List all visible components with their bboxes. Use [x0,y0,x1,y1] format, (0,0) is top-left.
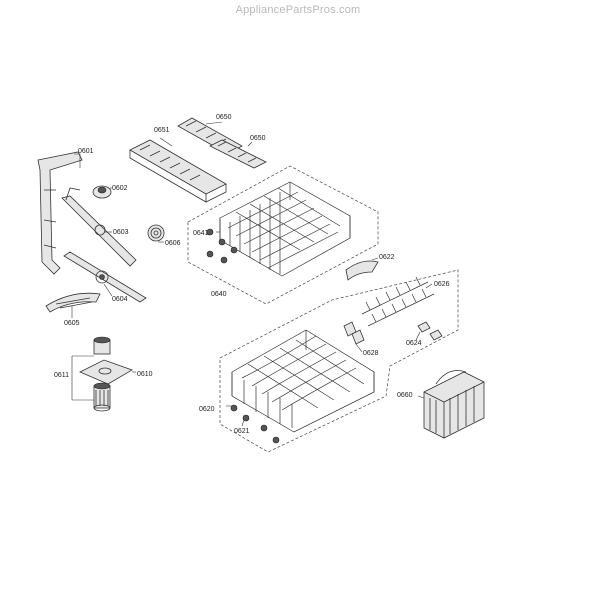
fine-filter-plate-0610 [79,359,133,385]
callout-0620: 0620 [199,406,215,413]
filter-cover-0605 [45,292,101,313]
callout-0624: 0624 [406,340,422,347]
rack-adjuster-0641 [206,228,238,264]
upper-spray-arm [61,187,137,267]
lower-rack-basket [231,329,375,433]
micro-filter-0611 [93,382,111,412]
callout-0651: 0651 [154,127,170,134]
tine-row-0626 [361,276,435,327]
upper-rack-group-outline [187,165,379,305]
callout-0610: 0610 [137,371,153,378]
callout-0640: 0640 [211,291,227,298]
callout-0606: 0606 [165,240,181,247]
callout-0601: 0601 [78,148,94,155]
lower-rack-group-outline [219,269,459,453]
strainer-disc-0606 [147,224,165,242]
callout-0605: 0605 [64,320,80,327]
wheel-0621 [230,404,280,444]
lower-spray-arm [63,251,147,303]
callout-0604: 0604 [112,296,128,303]
callout-0603: 0603 [113,229,129,236]
upper-rack-basket [219,181,351,277]
watermark-text: AppliancePartsPros.com [235,4,361,16]
handle-0622 [345,260,379,281]
clip-set-0624 [417,321,443,341]
leader-lines [71,121,433,427]
callout-0650-right: 0650 [250,135,266,142]
callout-0611: 0611 [54,372,69,379]
cutlery-tray-0651 [129,139,227,203]
callout-0660: 0660 [397,392,413,399]
callout-0622: 0622 [379,254,395,261]
callout-0626: 0626 [434,281,450,288]
tine-row-0650-lower [209,139,267,169]
callout-0650-top: 0650 [216,114,232,121]
cutlery-basket-0660 [423,370,485,439]
callout-0628: 0628 [363,350,379,357]
tine-clip-0628 [343,321,365,345]
filter-cylinder-0611 [93,336,111,355]
spray-arm-hub-0602 [92,185,112,199]
callout-0621: 0621 [234,428,250,435]
callout-0602: 0602 [112,185,128,192]
callout-0641: 0641 [193,230,209,237]
